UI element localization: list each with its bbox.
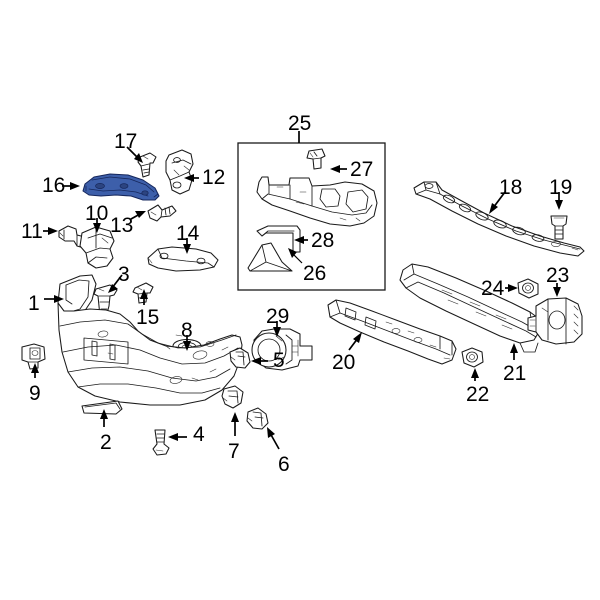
callout-label-6[interactable]: 6	[278, 453, 290, 476]
part-14-reinforcement-stay	[147, 246, 219, 272]
callout-label-14[interactable]: 14	[176, 222, 200, 245]
part-22-nut	[461, 347, 484, 368]
leader-lines	[31, 146, 563, 450]
part-4-flange-bolt	[152, 429, 170, 456]
callout-label-21[interactable]: 21	[503, 362, 527, 385]
callout-label-18[interactable]: 18	[499, 176, 523, 199]
callout-label-20[interactable]: 20	[332, 351, 356, 374]
part-5-clip-fastener	[229, 347, 251, 369]
callout-label-12[interactable]: 12	[202, 166, 226, 189]
callout-label-27[interactable]: 27	[350, 158, 374, 181]
part-17-flange-bolt	[137, 152, 157, 178]
part-13-flange-bolt	[147, 204, 177, 222]
callout-label-23[interactable]: 23	[546, 264, 570, 287]
part-6-clip-fastener	[246, 407, 269, 430]
callout-label-9[interactable]: 9	[29, 382, 41, 405]
callout-label-4[interactable]: 4	[193, 423, 205, 446]
inset-box-25	[237, 131, 386, 291]
part-12-side-mount-bracket	[165, 149, 194, 195]
callout-label-8[interactable]: 8	[181, 319, 193, 342]
part-20-lower-reinforcement	[327, 299, 457, 365]
part-25-rail-assembly	[256, 176, 378, 227]
part-9-retainer-clip	[21, 343, 46, 370]
part-16-bumper-side-retainer-highlighted	[82, 173, 160, 201]
part-10-bracket-spacer	[79, 226, 115, 269]
callout-label-10[interactable]: 10	[85, 202, 109, 225]
part-23-tow-hook-bracket	[527, 297, 583, 345]
part-1-bumper-cover	[57, 274, 243, 406]
callout-label-24[interactable]: 24	[481, 277, 505, 300]
callout-label-13[interactable]: 13	[110, 214, 134, 237]
part-18-energy-absorber	[413, 181, 585, 257]
callout-label-1[interactable]: 1	[28, 292, 40, 315]
callout-label-25[interactable]: 25	[288, 112, 312, 135]
callout-label-3[interactable]: 3	[118, 263, 130, 286]
callout-label-7[interactable]: 7	[228, 440, 240, 463]
part-19-flange-bolt	[550, 215, 568, 240]
callout-label-28[interactable]: 28	[311, 229, 335, 252]
callout-label-19[interactable]: 19	[549, 176, 573, 199]
callout-label-22[interactable]: 22	[466, 383, 490, 406]
part-24-nut	[517, 278, 539, 299]
callout-label-26[interactable]: 26	[303, 262, 327, 285]
callout-label-16[interactable]: 16	[42, 174, 66, 197]
callout-label-15[interactable]: 15	[136, 306, 160, 329]
callout-label-29[interactable]: 29	[266, 305, 290, 328]
callout-label-5[interactable]: 5	[273, 349, 285, 372]
callout-label-11[interactable]: 11	[21, 220, 43, 243]
callout-label-2[interactable]: 2	[100, 431, 112, 454]
callout-label-17[interactable]: 17	[114, 130, 138, 153]
part-7-clip-fastener	[221, 385, 244, 409]
part-26-wedge-spacer	[247, 242, 293, 272]
part-27-small-bracket	[306, 148, 326, 170]
part-2-bumper-cover-trim	[81, 400, 123, 415]
